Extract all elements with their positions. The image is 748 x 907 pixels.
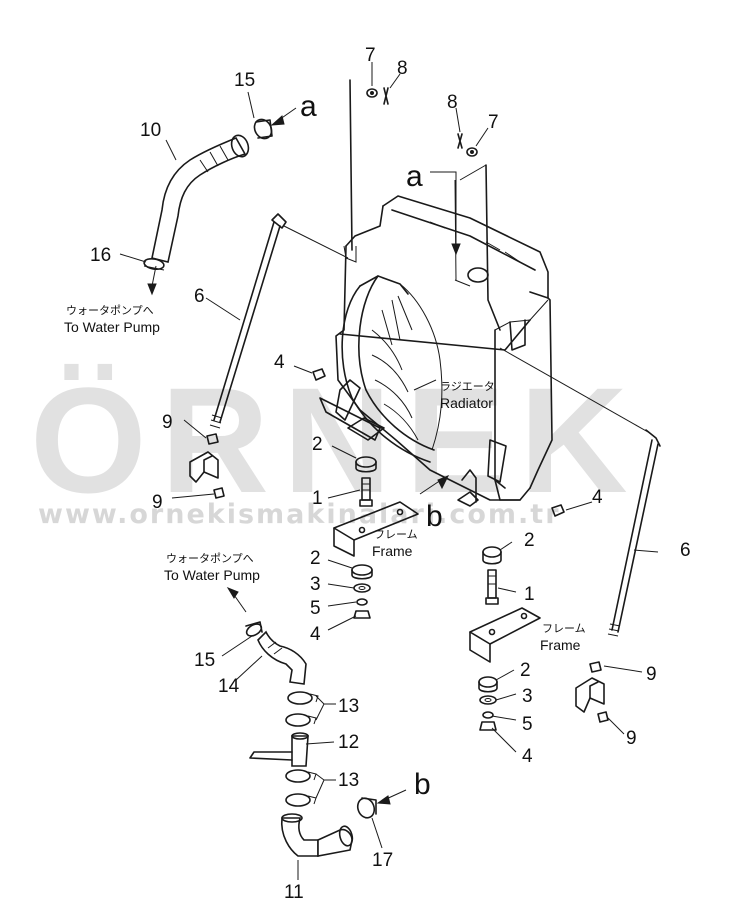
part-number-4-right-top: 4 <box>592 487 603 508</box>
part-number-9-left-bottom: 9 <box>152 492 163 513</box>
part-number-7-top: 7 <box>365 45 376 66</box>
radiator-jp: ラジエータ <box>440 380 495 393</box>
left-rod-end <box>189 433 225 499</box>
right-rod-end <box>575 661 609 723</box>
leader-lines <box>119 62 659 880</box>
part-number-17: 17 <box>372 850 393 871</box>
right-mount <box>469 501 593 731</box>
lower-hose-group <box>245 621 377 857</box>
part-number-10: 10 <box>140 120 161 141</box>
part-number-9-left-top: 9 <box>162 412 173 433</box>
radiator-en: Radiator <box>440 395 493 411</box>
part-number-1-left: 1 <box>312 488 323 509</box>
part-number-14: 14 <box>218 676 240 697</box>
frame-en-right: Frame <box>540 637 581 653</box>
frame-jp-left: フレーム <box>374 528 418 541</box>
stay-rod-right-6 <box>499 347 661 637</box>
part-number-11: 11 <box>284 882 304 902</box>
part-number-16: 16 <box>90 245 111 266</box>
part-number-4-left-bottom: 4 <box>310 624 321 645</box>
frame-en-left: Frame <box>372 543 413 559</box>
part-number-2-left-bottom: 2 <box>310 548 321 569</box>
stay-rod-left-6 <box>209 213 349 429</box>
part-number-2-right-bottom: 2 <box>520 660 531 681</box>
part-number-6-right: 6 <box>680 540 691 561</box>
part-number-5-right: 5 <box>522 714 533 735</box>
part-number-4-right-bottom: 4 <box>522 746 533 767</box>
part-number-9-right-top: 9 <box>646 664 657 685</box>
watermark-url: www.ornekismakinalari.com.tr <box>38 499 561 530</box>
part-number-8-right: 8 <box>447 92 458 113</box>
part-number-15-top: 15 <box>234 70 255 91</box>
part-number-6-left: 6 <box>194 286 205 307</box>
part-number-3-left: 3 <box>310 574 321 595</box>
part-number-4-left-top: 4 <box>274 352 285 373</box>
part-number-15-bottom: 15 <box>194 650 215 671</box>
part-number-13-top: 13 <box>338 696 359 717</box>
top-hardware <box>366 87 478 157</box>
reference-letter-a-top: a <box>300 90 317 123</box>
water-pump-en-bottom: To Water Pump <box>164 567 260 583</box>
watermark-brand: ÖRNEK <box>30 356 642 524</box>
part-number-7-right: 7 <box>488 112 499 133</box>
water-pump-jp-bottom: ウォータポンプへ <box>166 552 254 565</box>
part-number-12: 12 <box>338 732 359 753</box>
part-number-2-right-top: 2 <box>524 530 535 551</box>
water-pump-jp-top: ウォータポンプへ <box>66 304 154 317</box>
water-pump-en-top: To Water Pump <box>64 319 160 335</box>
frame-jp-right: フレーム <box>542 622 586 635</box>
reference-letter-b-right: b <box>426 500 443 533</box>
reference-letter-b-bottom: b <box>414 768 431 801</box>
part-number-5-left: 5 <box>310 598 321 619</box>
text-labels: 7 8 8 7 15 10 16 6 4 9 2 1 9 2 3 5 4 4 2… <box>64 45 691 903</box>
part-number-1-right: 1 <box>524 584 535 605</box>
reference-letter-a-right: a <box>406 160 423 193</box>
part-number-9-right-bottom: 9 <box>626 728 637 749</box>
part-number-2-left-top: 2 <box>312 434 323 455</box>
part-number-3-right: 3 <box>522 686 533 707</box>
part-number-8-top: 8 <box>397 58 408 79</box>
upper-hose-10 <box>143 118 273 271</box>
part-number-13-bottom: 13 <box>338 770 359 791</box>
